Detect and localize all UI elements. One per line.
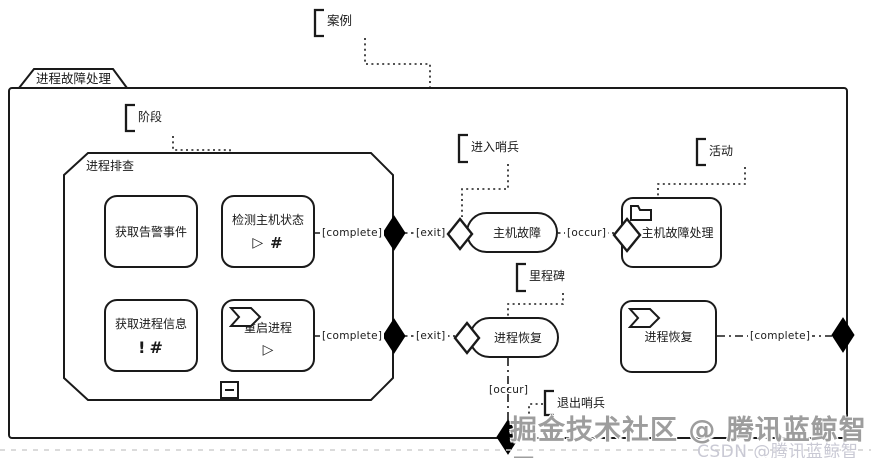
- state-label: 主机故障: [492, 226, 541, 240]
- stage-bracket-icon: [124, 103, 135, 133]
- exit-sentinel-leader-line: [528, 403, 543, 418]
- milestone-bracket-icon: [515, 262, 526, 293]
- task-get-alarm-events[interactable]: 获取告警事件: [104, 195, 198, 268]
- filled-diamonds: [382, 215, 855, 455]
- play-icon: ▷: [252, 235, 264, 251]
- activity-leader-line: [657, 167, 746, 196]
- grid-marker-icon: #: [270, 234, 284, 252]
- edge-label-occur-1: [occur]: [565, 227, 609, 239]
- diamond-exit-bottom-icon: [382, 318, 406, 354]
- task-check-host-status[interactable]: 检测主机状态 ▷ #: [221, 195, 315, 268]
- diamond-exit-top-icon: [382, 215, 406, 251]
- event-diamond-host-fault-icon: [446, 217, 474, 251]
- state-process-recovery[interactable]: 进程恢复: [469, 317, 559, 358]
- edge-label-exit-2: [exit]: [414, 330, 448, 342]
- edge-label-complete-1: [complete]: [320, 227, 385, 239]
- enter-sentinel-label: 进入哨兵: [471, 140, 520, 154]
- folder-icon: [630, 205, 652, 221]
- state-host-fault[interactable]: 主机故障: [466, 212, 558, 253]
- milestone-label: 里程碑: [529, 269, 566, 283]
- activity-bracket-icon: [695, 137, 706, 167]
- case-leader-line: [364, 38, 431, 87]
- collapse-icon[interactable]: [220, 381, 239, 399]
- grid-marker-icon: #: [149, 337, 164, 357]
- event-diamond-host-fault-handling-icon: [612, 217, 642, 253]
- task-label: 检测主机状态: [231, 213, 304, 227]
- enter-sentinel-bracket-icon: [457, 133, 468, 164]
- case-bracket-icon: [313, 8, 324, 38]
- exit-sentinel-label: 退出哨兵: [557, 396, 606, 410]
- pennant-icon: [229, 307, 262, 327]
- state-label: 进程恢复: [493, 331, 542, 345]
- stage-label: 阶段: [138, 110, 163, 124]
- milestone-leader-line: [507, 293, 564, 316]
- task-get-process-info[interactable]: 获取进程信息 ! #: [104, 299, 198, 372]
- activity-node-label: 进程恢复: [644, 330, 693, 344]
- event-diamond-process-recovery-icon: [453, 321, 481, 355]
- edge-label-complete-2: [complete]: [320, 330, 385, 342]
- task-label: 获取进程信息: [114, 316, 187, 331]
- activity-label: 活动: [709, 144, 734, 158]
- exit-sentinel-bracket-icon: [543, 389, 554, 417]
- edge-label-occur-2: [occur]: [489, 384, 529, 396]
- task-label: 获取告警事件: [114, 225, 187, 239]
- activity-node-label: 主机故障处理: [641, 226, 714, 240]
- play-icon: ▷: [262, 342, 274, 358]
- activity-process-recovery[interactable]: 进程恢复: [620, 300, 717, 373]
- task-label: 重启进程: [243, 321, 292, 335]
- watermark-primary: 掘金技术社区 @ 腾讯蓝鲸智云: [510, 415, 867, 458]
- case-label: 案例: [327, 13, 353, 28]
- octagon-title: 进程排查: [86, 159, 135, 173]
- edge-label-exit-1: [exit]: [414, 227, 448, 239]
- enter-sentinel-leader-line: [461, 164, 509, 217]
- exclamation-icon: !: [138, 337, 147, 357]
- container-tab-shape: [16, 68, 129, 89]
- watermark-secondary: CSDN @腾讯蓝鲸智云: [697, 442, 859, 458]
- diamond-occur-bottom-icon: [496, 419, 520, 455]
- pennant-icon: [628, 308, 661, 328]
- stage-leader-line: [172, 136, 231, 153]
- container-tab-title: 进程故障处理: [36, 71, 112, 86]
- edge-label-complete-3: [complete]: [748, 330, 813, 342]
- diamond-complete-right-icon: [831, 317, 855, 353]
- task-restart-process[interactable]: 重启进程 ▷: [221, 299, 315, 372]
